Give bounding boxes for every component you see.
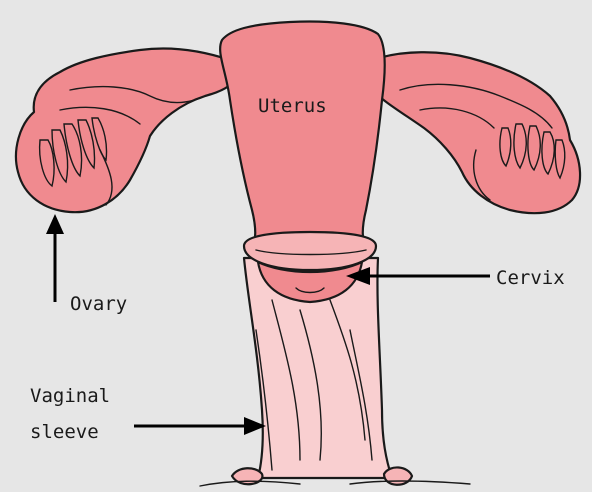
ovary-arrow xyxy=(46,214,64,302)
vaginal-label-line1: Vaginal xyxy=(30,385,110,407)
uterus-body xyxy=(220,22,384,245)
left-ovary-and-tube xyxy=(16,48,236,212)
vaginal-label-line2: sleeve xyxy=(30,421,99,443)
vaginal-sleeve-arrow xyxy=(134,417,266,435)
cervix-arrow xyxy=(346,267,490,285)
cervix-label: Cervix xyxy=(496,267,565,289)
right-ovary-and-tube xyxy=(372,52,580,213)
ovary-label: Ovary xyxy=(70,293,127,315)
uterus-label: Uterus xyxy=(258,95,327,117)
